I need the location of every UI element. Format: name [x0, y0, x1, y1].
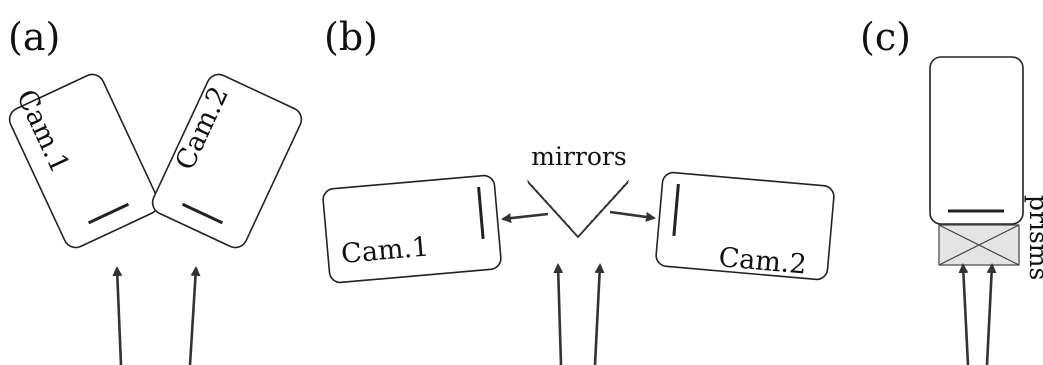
- camera-2-sensor: [672, 183, 680, 236]
- mirror-hatch-mark: [582, 224, 589, 233]
- panel-b-reflected-ray-right: [609, 210, 656, 222]
- mirror-hatch-mark: [618, 184, 625, 193]
- mirror-hatch-mark: [623, 179, 630, 188]
- panel-b-ray-2: [593, 263, 605, 365]
- panel-c-ray-1: [958, 263, 970, 365]
- camera-1-body: [8, 73, 160, 249]
- mirror-hatch-mark: [536, 189, 543, 198]
- camera-1-sensor: [87, 202, 130, 225]
- prisms: [938, 224, 1020, 266]
- mirror-hatch-mark: [531, 184, 538, 193]
- panel-b-camera-2-label: Cam.2: [717, 242, 807, 281]
- mirror-hatch-mark: [526, 179, 533, 188]
- panel-a: (a) Cam.1 Cam.2: [8, 15, 303, 365]
- prisms-label: prisms: [1024, 195, 1043, 280]
- panel-c-ray-2: [985, 263, 997, 365]
- panel-b-reflected-ray-left: [501, 212, 549, 224]
- mirror-hatch-mark: [540, 194, 547, 203]
- panel-a-ray-1: [112, 266, 123, 365]
- panel-a-label: (a): [8, 15, 60, 59]
- panel-c: (c) prisms: [860, 15, 1043, 365]
- camera-1-sensor: [477, 186, 485, 239]
- camera-2-body: [655, 171, 835, 281]
- camera-2-body: [151, 73, 303, 249]
- mirror-hatch-mark: [600, 204, 607, 213]
- panel-a-camera-2: [151, 73, 303, 249]
- panel-b-camera-2: [655, 171, 835, 281]
- prism-edge-2: [938, 224, 1020, 266]
- mirror-hatch-mark: [595, 209, 602, 218]
- mirror-hatch-mark: [613, 189, 620, 198]
- mirror-surface: [527, 181, 629, 239]
- mirror-hatch-mark: [604, 199, 611, 208]
- panel-b-camera-1: [322, 174, 502, 284]
- mirror-hatching: [526, 179, 630, 233]
- panel-b-label: (b): [324, 15, 378, 59]
- mirror-hatch-mark: [558, 214, 565, 223]
- mirror-hatch-mark: [591, 214, 598, 223]
- panel-b: (b) Cam.1 Cam.2 mirrors: [322, 15, 835, 365]
- panel-a-camera-1: [8, 73, 160, 249]
- panel-c-camera-body: [929, 56, 1024, 225]
- v-mirror: [526, 179, 630, 239]
- panel-c-label: (c): [860, 15, 911, 59]
- mirror-hatch-mark: [549, 204, 556, 213]
- mirrors-label: mirrors: [531, 142, 626, 171]
- mirror-hatch-mark: [586, 219, 593, 228]
- panel-b-camera-1-label: Cam.1: [340, 231, 430, 270]
- mirror-hatch-mark: [563, 219, 570, 228]
- panel-b-ray-1: [553, 263, 564, 365]
- camera-1-body: [322, 174, 502, 284]
- panel-a-ray-2: [188, 266, 201, 365]
- mirror-hatch-mark: [554, 209, 561, 218]
- mirror-hatch-mark: [609, 194, 616, 203]
- mirror-hatch-mark: [545, 199, 552, 208]
- mirror-hatch-mark: [567, 224, 574, 233]
- camera-2-sensor: [181, 202, 224, 225]
